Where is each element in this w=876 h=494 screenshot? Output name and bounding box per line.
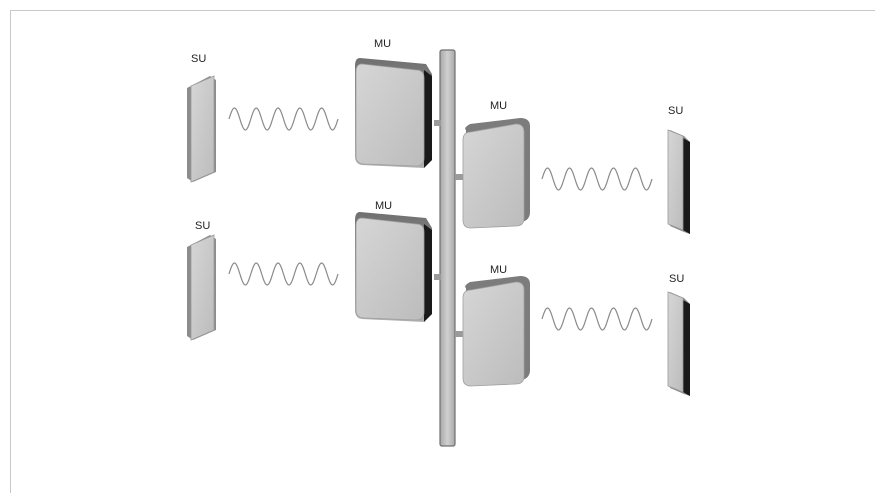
su-left-top <box>187 75 216 183</box>
mu-left-top <box>355 58 432 168</box>
bus-connector-mu-right-bottom <box>455 331 464 337</box>
mu-right-top <box>462 118 530 229</box>
label-su-left-bottom: SU <box>195 220 210 232</box>
wireless-link-left-bottom <box>228 262 339 286</box>
canvas-frame <box>10 10 875 493</box>
label-su-right-bottom: SU <box>669 273 684 285</box>
bus-connector-mu-right-top <box>455 174 464 180</box>
label-su-right-top: SU <box>668 105 683 117</box>
label-mu-right-top: MU <box>490 100 507 112</box>
su-right-top <box>667 129 690 234</box>
label-mu-left-top: MU <box>374 38 391 50</box>
label-mu-left-bottom: MU <box>375 200 392 212</box>
wireless-link-right-bottom <box>541 307 653 331</box>
mu-right-bottom <box>462 276 530 387</box>
mu-left-bottom <box>355 212 432 322</box>
label-mu-right-bottom: MU <box>490 264 507 276</box>
label-su-left-top: SU <box>191 53 206 65</box>
su-left-bottom <box>187 234 216 341</box>
wireless-link-left-top <box>228 107 339 131</box>
bus-connector-mu-left-bottom <box>434 274 441 280</box>
central-bus <box>439 49 456 447</box>
bus-connector-mu-left-top <box>434 120 441 126</box>
su-right-bottom <box>667 291 690 396</box>
wireless-link-right-top <box>541 167 653 191</box>
